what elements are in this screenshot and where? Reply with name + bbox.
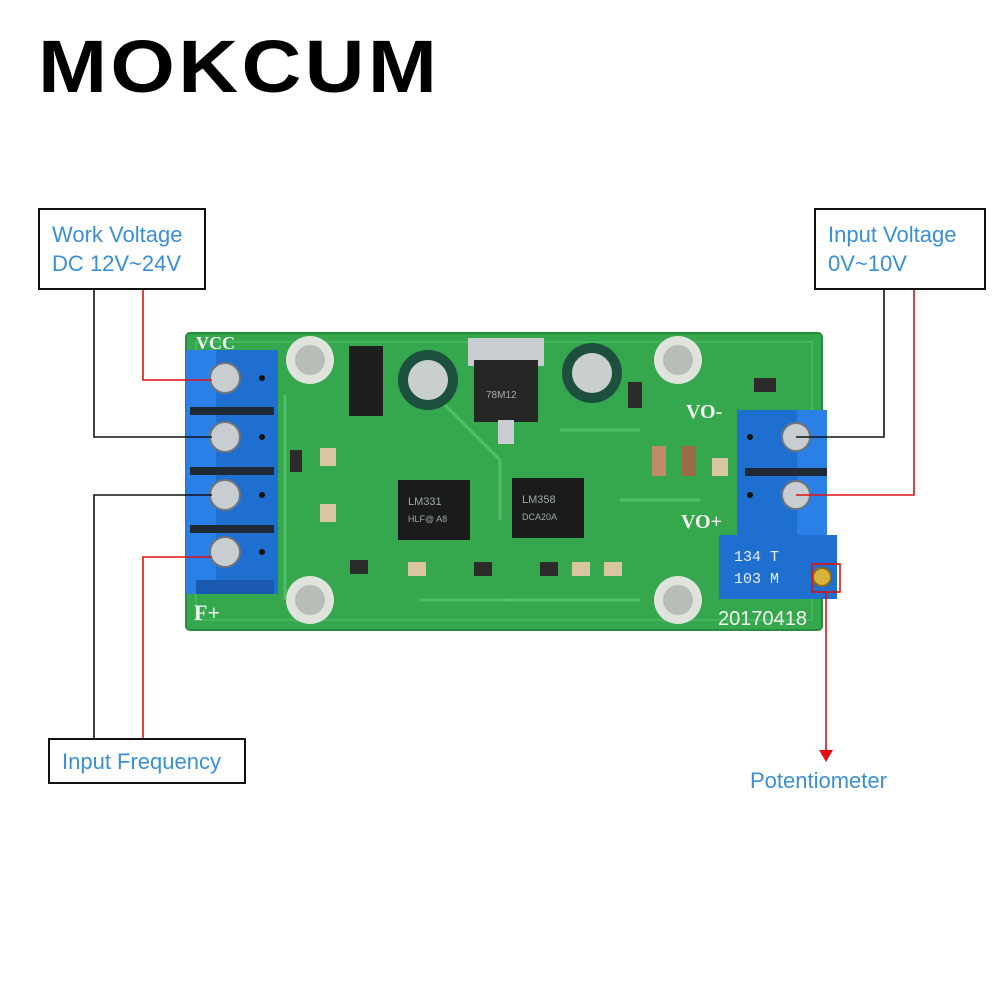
potentiometer-label: Potentiometer: [750, 768, 887, 793]
potentiometer-arrow-icon: [819, 750, 833, 762]
callout-leader-lines: [93, 288, 915, 752]
silkscreen-vo-plus: VO+: [681, 511, 722, 533]
diode: [349, 346, 383, 416]
input-frequency-title: Input Frequency: [62, 749, 221, 774]
work-voltage-title: Work Voltage: [52, 222, 183, 247]
pot-marking-1: 134 T: [734, 549, 779, 566]
input-voltage-callout: Input Voltage 0V~10V: [814, 208, 986, 290]
chip2-marking: LM358: [522, 494, 556, 506]
smd-components: [290, 378, 776, 576]
silkscreen-fplus: F+: [194, 600, 220, 625]
mounting-holes: [286, 336, 702, 624]
silkscreen-vo-minus: VO-: [686, 401, 722, 423]
right-terminal-block: [737, 410, 827, 538]
work-voltage-callout: Work Voltage DC 12V~24V: [38, 208, 206, 290]
regulator-marking: 78M12: [486, 390, 517, 401]
ic-chips: LM331 HLF@ A8 LM358 DCA20A: [398, 478, 584, 540]
left-terminal-block: [186, 350, 278, 594]
voltage-regulator: 78M12: [468, 338, 544, 444]
input-voltage-value: 0V~10V: [828, 251, 907, 276]
chip2-sub-marking: DCA20A: [522, 512, 557, 522]
work-voltage-value: DC 12V~24V: [52, 251, 182, 276]
chip1-sub-marking: HLF@ A8: [408, 514, 447, 524]
brand-logo-text: MOKCUM: [38, 25, 441, 108]
potentiometer-component: 134 T 103 M: [719, 535, 837, 599]
electrolytic-capacitors: [398, 343, 622, 410]
input-voltage-title: Input Voltage: [828, 222, 957, 247]
silkscreen-vcc: VCC: [196, 333, 235, 353]
board-date-code: 20170418: [718, 608, 807, 630]
chip1-marking: LM331: [408, 496, 442, 508]
pot-marking-2: 103 M: [734, 571, 779, 588]
input-frequency-callout: Input Frequency: [48, 738, 246, 784]
